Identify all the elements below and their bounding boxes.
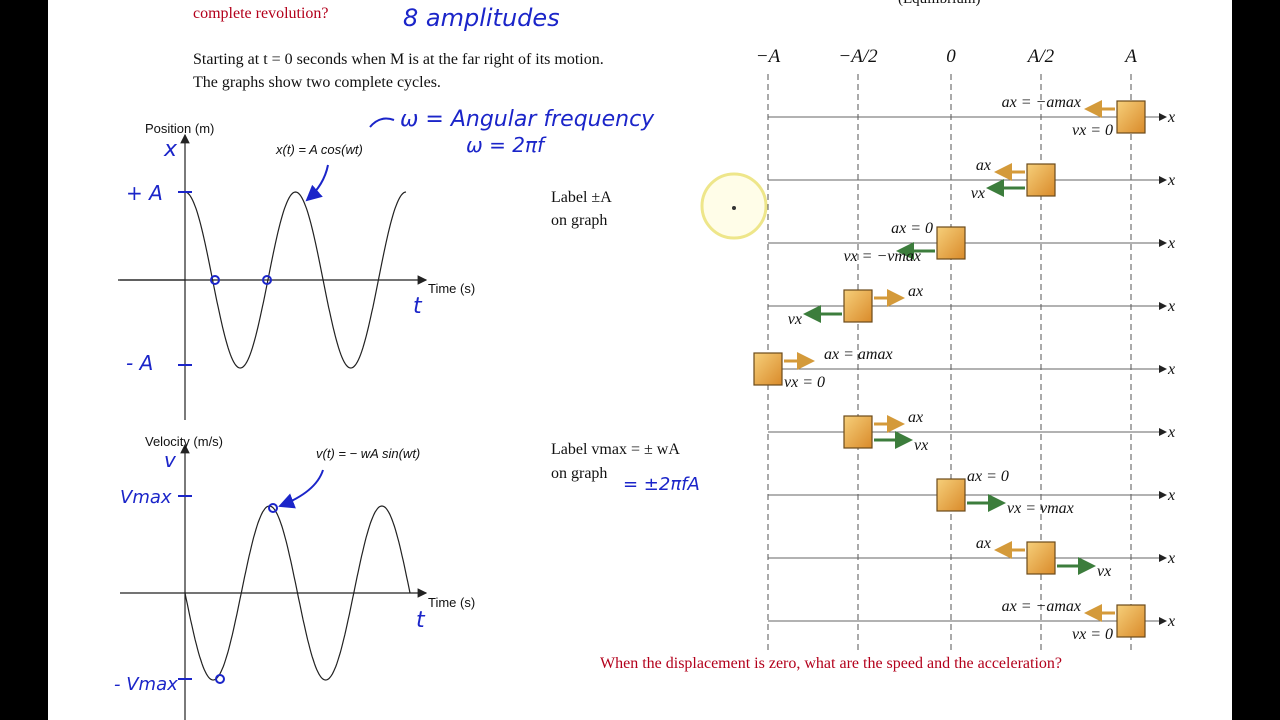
velocity-label: vx = 0: [784, 374, 825, 391]
equilibrium-label: (Equilibrium): [898, 0, 981, 8]
zero-crossing-marker-1: [210, 275, 220, 285]
row-axis-label: x: [1167, 424, 1175, 441]
hand-omega-formula: ω = 2πf: [466, 133, 547, 157]
minus-vmax-marker: [215, 674, 225, 684]
oscillator-diagram: −A −A/2 0 A/2 Ax ax = −amax vx = 0 x ax vx x ax = 0…: [753, 46, 1175, 650]
velocity-curve: [184, 505, 411, 681]
velocity-label: vx = 0: [1072, 626, 1113, 643]
mass-block: [1026, 163, 1056, 197]
mass-block: [1026, 541, 1056, 575]
velocity-equation: v(t) = − wA sin(wt): [316, 446, 420, 461]
row-axis-label: x: [1167, 550, 1175, 567]
acceleration-label: ax: [976, 157, 991, 174]
label-a-line-2: on graph: [551, 212, 608, 229]
label-v-line-2: on graph: [551, 465, 608, 482]
row-axis-label: x: [1167, 613, 1175, 630]
row-axis-label: x: [1167, 298, 1175, 315]
row-axis-label: x: [1167, 235, 1175, 252]
figure-canvas: Position (m) Time (s) x(t) = A cos(wt) x…: [114, 46, 1175, 720]
position-equation: x(t) = A cos(wt): [275, 142, 363, 157]
mass-block: [843, 289, 873, 323]
mass-block: [753, 352, 783, 386]
mass-block: [936, 226, 966, 260]
hand-t-label: t: [413, 294, 423, 319]
row-axis-label: x: [1167, 109, 1175, 126]
acceleration-label: ax = −amax: [1002, 94, 1081, 111]
hand-v-label: v: [164, 448, 177, 472]
row-axis-label: x: [1167, 487, 1175, 504]
velocity-label: vx: [971, 185, 985, 202]
velocity-xlabel: Time (s): [428, 595, 475, 610]
zero-crossing-marker-2: [262, 275, 272, 285]
velocity-label: vx = 0: [1072, 122, 1113, 139]
position-graph: Position (m) Time (s) x(t) = A cos(wt) x…: [118, 107, 655, 420]
position-xlabel: Time (s): [428, 281, 475, 296]
equation-pointer-arrow: [305, 164, 329, 202]
row-axis-label: x: [1167, 361, 1175, 378]
acceleration-label: ax = 0: [891, 220, 933, 237]
mass-block: [936, 478, 966, 512]
column-label: A: [1123, 46, 1137, 67]
acceleration-label: ax = 0: [967, 468, 1009, 485]
column-label: −A/2: [838, 46, 878, 67]
description-line-1: Starting at t = 0 seconds when M is at t…: [193, 51, 604, 68]
question-bottom: When the displacement is zero, what are …: [600, 655, 1062, 672]
position-curve: [184, 191, 407, 369]
velocity-label: vx = −vmax: [843, 248, 921, 265]
column-label: −A: [756, 46, 781, 67]
row-axis-label: x: [1167, 172, 1175, 189]
velocity-ylabel: Velocity (m/s): [145, 434, 223, 449]
hand-minus-a: - A: [126, 351, 153, 375]
question-top: complete revolution?: [193, 5, 329, 22]
acceleration-label: ax = amax: [824, 346, 893, 363]
velocity-label: vx: [1097, 563, 1111, 580]
handwritten-amplitudes: 8 amplitudes: [403, 4, 560, 32]
acceleration-label: ax: [908, 409, 923, 426]
velocity-label: vx: [788, 311, 802, 328]
omega-pointer: [369, 117, 395, 128]
column-label: A/2: [1026, 46, 1055, 67]
acceleration-label: ax: [908, 283, 923, 300]
label-a-line-1: Label ±A: [551, 189, 612, 206]
mass-block: [1116, 604, 1146, 638]
acceleration-label: ax = −amax: [1002, 598, 1081, 615]
lecture-page: complete revolution? 8 amplitudes (Equil…: [48, 0, 1232, 720]
hand-minus-vmax: - Vmax: [114, 674, 178, 695]
label-v-line-1: Label vmax = ± wA: [551, 441, 680, 458]
position-ylabel: Position (m): [145, 121, 214, 136]
velocity-label: vx: [914, 437, 928, 454]
acceleration-label: ax: [976, 535, 991, 552]
hand-omega-definition: ω = Angular frequency: [400, 107, 655, 132]
description-line-2: The graphs show two complete cycles.: [193, 74, 441, 91]
vmax-marker: [268, 503, 278, 513]
mass-block: [843, 415, 873, 449]
velocity-graph: Velocity (m/s) Time (s) v(t) = − wA sin(…: [114, 434, 475, 720]
handwritten-2pifa: = ±2πfA: [623, 474, 700, 495]
hand-plus-a: + A: [126, 181, 163, 205]
mass-block: [1116, 100, 1146, 134]
velocity-equation-arrow: [278, 469, 324, 509]
hand-vmax: Vmax: [120, 487, 172, 508]
hand-t-label-2: t: [416, 608, 426, 633]
column-label: 0: [946, 46, 956, 67]
hand-x-label: x: [163, 137, 178, 162]
velocity-label: vx = vmax: [1007, 500, 1074, 517]
